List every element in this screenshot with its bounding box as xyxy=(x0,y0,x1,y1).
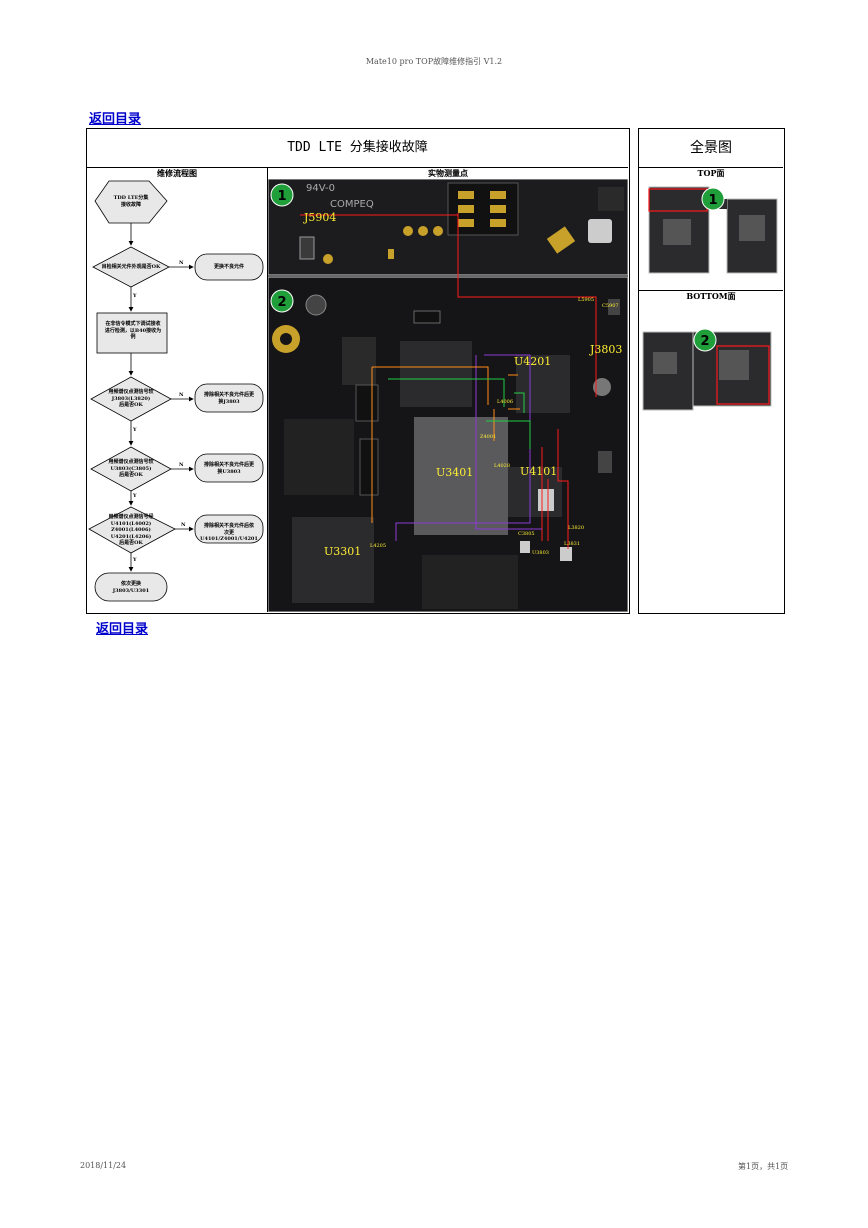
top-face-illustration: 1 xyxy=(648,186,778,274)
flow-no-5: N xyxy=(181,522,186,528)
table-title: TDD LTE 分集接收故障 xyxy=(287,140,428,155)
bottom-face-label: BOTTOM面 xyxy=(639,290,783,302)
board-print-94v0: 94V-0 xyxy=(306,183,335,194)
flow-question-3: 用频谱仪点测信号较 J3803(L3820) 后是否OK xyxy=(108,389,154,408)
flow-action-4: 排除相关不良元件后更 换U3803 xyxy=(203,462,254,475)
flow-action-3: 排除相关不良元件后更 换J3803 xyxy=(203,392,254,405)
flow-question-1: 目检相关元件外观是否OK xyxy=(101,264,161,270)
column-header-points: 实物测量点 xyxy=(268,167,628,179)
label-l4006: L4006 xyxy=(497,399,513,405)
label-j5904: J5904 xyxy=(303,211,336,224)
label-l4028: L4028 xyxy=(494,463,510,469)
flow-no-1: N xyxy=(179,260,184,266)
label-u3301: U3301 xyxy=(324,545,361,558)
label-c3805: C3805 xyxy=(518,531,535,537)
top-face-photo: 1 xyxy=(639,179,783,289)
flow-start: TDD LTE分集 接收故障 xyxy=(113,195,149,208)
label-u4101: U4101 xyxy=(520,465,557,478)
flow-yes-4: Y xyxy=(133,493,137,499)
label-j3803: J3803 xyxy=(589,343,622,356)
document-header: Mate10 pro TOP故障维修指引 V1.2 xyxy=(365,57,503,66)
board-print-compeq: COMPEQ xyxy=(330,199,374,210)
back-to-contents-link-top[interactable]: 返回目录 xyxy=(89,112,142,127)
label-u3401: U3401 xyxy=(436,466,473,479)
panorama-table: 全景图 TOP面 1 BOTTOM面 2 xyxy=(638,128,785,614)
label-l5905: L5905 xyxy=(578,297,594,303)
board-photo: 1 2 94V-0 COMPEQ J5904 U4201 J3803 U3401… xyxy=(268,179,628,612)
board-marker-1: 1 xyxy=(277,189,286,204)
flow-question-5: 用频谱仪点测信号经 U4101(L4002) Z4001(L4006) U420… xyxy=(108,514,154,546)
top-face-label: TOP面 xyxy=(639,167,783,179)
flow-yes-5: Y xyxy=(133,557,137,563)
label-z4001: Z4001 xyxy=(480,434,496,440)
footer-date: 2018/11/24 xyxy=(80,1161,127,1170)
flow-end: 依次更换 J3803/U3301 xyxy=(112,581,150,594)
flow-yes-3: Y xyxy=(133,427,137,433)
label-u3803: U3803 xyxy=(532,550,549,556)
flow-step-2: 在非信令模式下调试接收 进行检测，以B40接收为 例 xyxy=(104,321,162,340)
panorama-marker-1: 1 xyxy=(708,193,717,208)
label-c5907: C5907 xyxy=(602,303,619,309)
bottom-face-illustration: 2 xyxy=(642,328,772,411)
bottom-face-photo: 2 xyxy=(639,302,783,422)
panorama-marker-2: 2 xyxy=(700,334,709,349)
flow-no-3: N xyxy=(179,392,184,398)
board-illustration: 1 2 94V-0 COMPEQ J5904 U4201 J3803 U3401… xyxy=(268,179,628,612)
panorama-title: 全景图 xyxy=(690,140,732,156)
flow-yes-1: Y xyxy=(133,293,137,299)
label-l3831: L3831 xyxy=(564,541,580,547)
label-u4201: U4201 xyxy=(514,355,551,368)
flowchart-shapes xyxy=(88,180,264,602)
flow-question-4: 用频谱仪点测信号较 U3803(C3805) 后是否OK xyxy=(108,459,154,478)
back-to-contents-link-bottom[interactable]: 返回目录 xyxy=(96,622,149,637)
flow-action-5: 排除相关不良元件后依 次更U4101/Z4001/U4201 xyxy=(200,523,258,542)
footer-page: 第1页，共1页 xyxy=(738,1162,789,1171)
board-marker-2: 2 xyxy=(277,295,286,310)
main-table: TDD LTE 分集接收故障 维修流程图 实物测量点 xyxy=(86,128,630,614)
flow-action-1: 更换不良元件 xyxy=(213,264,244,270)
label-l3820: L3820 xyxy=(568,525,584,531)
column-header-flow: 维修流程图 xyxy=(87,167,268,179)
label-l4205: L4205 xyxy=(370,543,386,549)
flowchart: TDD LTE分集 接收故障 目检相关元件外观是否OK 更换不良元件 在非信令模… xyxy=(87,179,267,612)
flow-no-4: N xyxy=(179,462,184,468)
